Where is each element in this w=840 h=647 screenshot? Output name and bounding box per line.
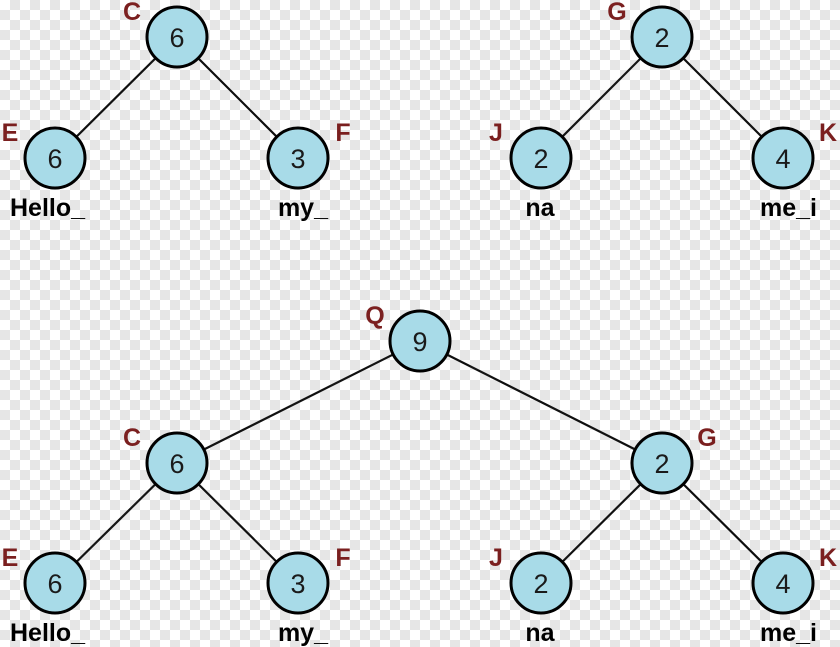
node-circle [509, 551, 573, 615]
node-value: 6 [169, 449, 184, 479]
node-value: 6 [47, 569, 62, 599]
node-letter: J [489, 119, 503, 147]
tree-c-node-f: 3 Fmy_ [266, 119, 351, 222]
tree-g-node-g: 2G [607, 0, 694, 69]
node-circle [630, 5, 694, 69]
leaf-word: my_ [278, 619, 329, 647]
node-letter: F [335, 119, 350, 147]
node-value: 6 [47, 144, 62, 174]
tree-g-node-j: 2 Jna [489, 119, 573, 222]
tree-q-node-g: 2G [630, 424, 717, 495]
tree-q-edge-q-c [176, 340, 421, 464]
node-circle [23, 551, 87, 615]
node-letter: C [123, 0, 141, 26]
node-circle [509, 126, 573, 190]
node-circle [388, 309, 452, 373]
node-value: 3 [290, 144, 305, 174]
node-value: 3 [290, 569, 305, 599]
tree-q-node-j: 2 Jna [489, 544, 573, 647]
node-value: 2 [654, 23, 669, 53]
tree-q-node-e: 6E Hello_ [2, 544, 87, 647]
leaf-word: na [525, 194, 555, 222]
tree-g-node-k: 4 Kme_i [751, 119, 837, 222]
node-letter: F [335, 544, 350, 572]
node-letter: K [819, 119, 837, 147]
node-letter: G [607, 0, 626, 26]
node-circle [266, 126, 330, 190]
node-letter: K [819, 544, 837, 572]
node-letter: E [2, 544, 19, 572]
node-letter: Q [365, 302, 384, 330]
node-circle [23, 126, 87, 190]
node-circle [145, 5, 209, 69]
node-letter: J [489, 544, 503, 572]
leaf-word: my_ [278, 194, 329, 222]
node-circle [266, 551, 330, 615]
node-circle [751, 551, 815, 615]
node-value: 9 [412, 327, 427, 357]
node-letter: C [123, 424, 141, 452]
node-value: 4 [775, 569, 790, 599]
leaf-word: na [525, 619, 555, 647]
node-letter: E [2, 119, 19, 147]
leaf-word: me_i [760, 619, 817, 647]
leaf-word: Hello_ [10, 194, 86, 222]
tree-q-edge-q-g [419, 340, 663, 464]
node-value: 4 [775, 144, 790, 174]
node-value: 2 [533, 569, 548, 599]
node-circle [751, 126, 815, 190]
node-circle [145, 431, 209, 495]
node-value: 2 [654, 449, 669, 479]
tree-q-node-f: 3 Fmy_ [266, 544, 351, 647]
node-value: 2 [533, 144, 548, 174]
node-letter: G [697, 424, 716, 452]
node-circle [630, 431, 694, 495]
leaf-word: me_i [760, 194, 817, 222]
tree-q-node-c: 6C [123, 424, 209, 495]
node-value: 6 [169, 23, 184, 53]
tree-c-node-e: 6E Hello_ [2, 119, 87, 222]
tree-q-node-q: 9Q [365, 302, 452, 373]
leaf-word: Hello_ [10, 619, 86, 647]
tree-c-node-c: 6C [123, 0, 209, 69]
tree-q-node-k: 4 Kme_i [751, 544, 837, 647]
